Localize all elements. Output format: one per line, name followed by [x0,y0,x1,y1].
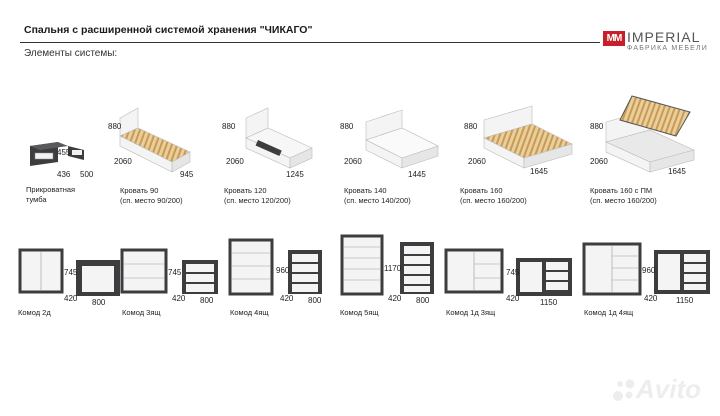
bed-160-lift-illustration [605,95,695,173]
section-subtitle: Элементы системы: [24,48,118,59]
bed-160-width: 1645 [530,167,548,176]
dresser-1d3d-width: 1150 [540,298,558,307]
bed-160-lift-name: Кровать 160 с ПМ [590,186,653,195]
header-divider [20,42,600,43]
dresser-1d3d-height: 745 [506,268,520,277]
dresser-5d-width: 800 [416,296,430,305]
dresser-4d-name: Комод 4ящ [230,308,269,317]
dresser-2d-width: 800 [92,298,106,307]
bed-160-lift-height: 880 [590,122,604,131]
dresser-2d-name: Комод 2д [18,308,51,317]
bed-140-length: 2060 [344,157,362,166]
nightstand-caption-line1: Прикроватная [26,185,76,194]
logo-tagline: ФАБРИКА МЕБЕЛИ [627,45,709,52]
imperial-logo: MM IMPERIAL ФАБРИКА МЕБЕЛИ [603,29,711,52]
bed-140-illustration [365,109,439,169]
dresser-5d-name: Комод 5ящ [340,308,379,317]
bed-120-name: Кровать 120 [224,186,267,195]
dresser-4d-illustration [228,238,322,296]
bed-140-name: Кровать 140 [344,186,387,195]
bed-90-length: 2060 [114,157,132,166]
bed-160-lift-sleep: (сп. место 160/200) [590,196,657,205]
bed-160-lift-length: 2060 [590,157,608,166]
dresser-1d4d-width: 1150 [676,296,694,305]
dresser-1d3d-name: Комод 1д 3ящ [446,308,496,317]
bed-140-sleep: (сп. место 140/200) [344,196,411,205]
nightstand-width: 500 [80,170,94,179]
dresser-4d-depth: 420 [280,294,294,303]
dresser-1d3d-illustration [444,248,572,296]
avito-wordmark: Avito [636,374,701,404]
dresser-2d-height: 745 [64,268,78,277]
nightstand-caption-line2: тумба [26,195,47,204]
dresser-3d-depth: 420 [172,294,186,303]
bed-90-illustration [119,107,191,173]
nightstand-depth: 436 [57,170,71,179]
bed-160-height: 880 [464,122,478,131]
nightstand-illustration [30,142,84,166]
bed-160-length: 2060 [468,157,486,166]
bed-120-length: 2060 [226,157,244,166]
dresser-5d-illustration [340,234,434,296]
bed-120-width: 1245 [286,170,304,179]
bed-120-sleep: (сп. место 120/200) [224,196,291,205]
dresser-2d-depth: 420 [64,294,78,303]
avito-watermark: Avito [612,372,716,408]
dresser-1d4d-illustration [582,242,710,296]
bed-160-name: Кровать 160 [460,186,503,195]
dresser-2d-illustration [18,248,120,296]
dresser-4d-height: 960 [276,266,290,275]
bed-140-height: 880 [340,122,354,131]
dresser-3d-illustration [120,248,218,294]
avito-dots-icon [613,379,635,401]
nightstand-height: 455 [57,148,71,157]
bed-90-sleep: (сп. место 90/200) [120,196,183,205]
dresser-1d4d-height: 960 [642,266,656,275]
dresser-1d3d-depth: 420 [506,294,520,303]
dresser-3d-width: 800 [200,296,214,305]
dresser-4d-width: 800 [308,296,322,305]
bed-160-sleep: (сп. место 160/200) [460,196,527,205]
dresser-1d4d-depth: 420 [644,294,658,303]
dresser-1d4d-name: Комод 1д 4ящ [584,308,634,317]
logo-wordmark: IMPERIAL [627,29,701,45]
bed-160-lift-width: 1645 [668,167,686,176]
bed-120-height: 880 [222,122,236,131]
bed-90-height: 880 [108,122,122,131]
bed-160-illustration [483,105,573,169]
bed-140-width: 1445 [408,170,426,179]
bed-120-illustration [245,107,313,169]
logo-mark: MM [603,31,625,46]
dresser-3d-height: 745 [168,268,182,277]
dresser-5d-depth: 420 [388,294,402,303]
dresser-3d-name: Комод 3ящ [122,308,161,317]
page-title: Спальня с расширенной системой хранения … [24,24,313,36]
bed-90-width: 945 [180,170,194,179]
bed-90-name: Кровать 90 [120,186,159,195]
dresser-5d-height: 1170 [384,264,402,273]
